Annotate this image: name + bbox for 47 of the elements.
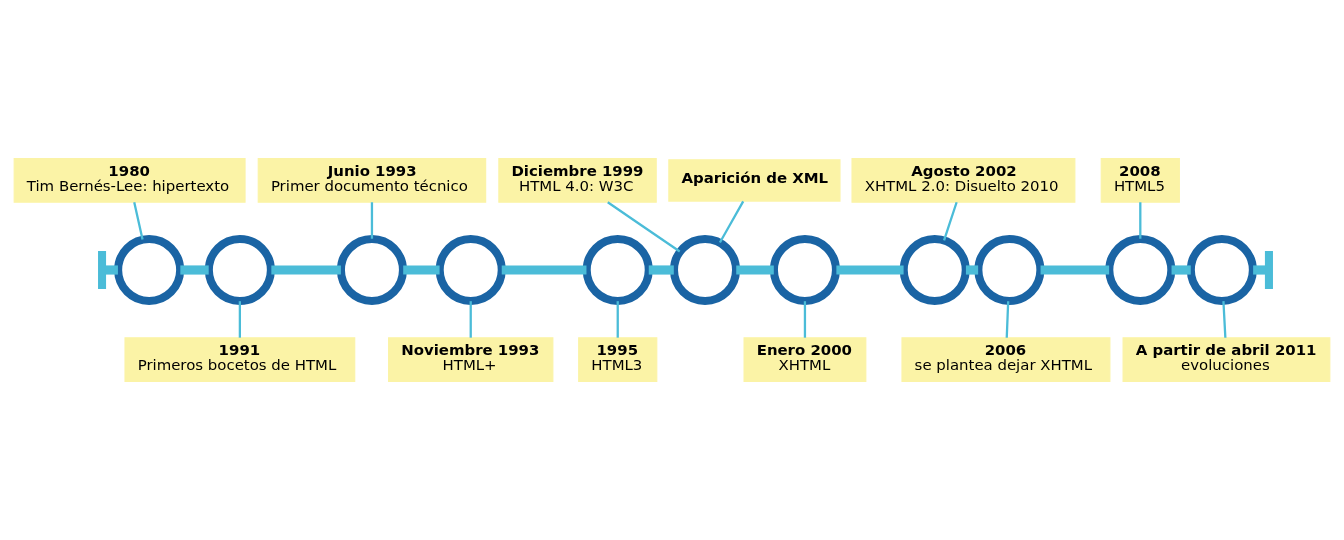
connector	[469, 301, 472, 338]
node-box: Diciembre 1999 HTML 4.0: W3C	[498, 158, 657, 203]
node-box: 1995 HTML3	[578, 337, 658, 382]
connector	[1171, 265, 1191, 275]
node-circle	[582, 234, 653, 306]
node-circle	[899, 234, 970, 306]
node-circle	[435, 234, 506, 306]
node-circle	[336, 234, 407, 306]
connector	[1139, 202, 1142, 239]
connector	[105, 265, 118, 275]
connector	[718, 200, 745, 244]
node-bar	[98, 251, 107, 289]
node-box: Enero 2000 XHTML	[743, 337, 867, 382]
connector	[1222, 301, 1227, 338]
node-box: 2006 se plantea dejar XHTML	[901, 337, 1111, 382]
node-circle	[1105, 234, 1176, 306]
connector	[836, 265, 904, 275]
node-box: A partir de abril 2011 evoluciones	[1122, 337, 1331, 382]
node-box: Noviembre 1993 HTML+	[388, 337, 554, 382]
connector	[133, 202, 144, 240]
connector	[370, 202, 374, 239]
connector	[1253, 265, 1266, 275]
node-box: 1980 Tim Bernés-Lee: hipertexto	[13, 158, 246, 203]
node-box: Aparición de XML	[668, 159, 841, 202]
node-bar	[1264, 251, 1273, 289]
connector	[965, 265, 979, 275]
connector	[943, 201, 958, 241]
node-circle	[974, 234, 1045, 306]
node-circle	[114, 234, 185, 306]
connector	[616, 301, 619, 338]
connector	[501, 265, 587, 275]
node-circle	[670, 234, 741, 306]
connector	[1005, 301, 1010, 338]
node-circle	[769, 234, 840, 306]
connector	[803, 301, 807, 338]
node-box: Agosto 2002 XHTML 2.0: Disuelto 2010	[851, 158, 1076, 203]
connector	[271, 265, 341, 275]
node-circle	[1186, 234, 1257, 306]
connector	[607, 201, 681, 253]
node-box: 2008 HTML5	[1100, 158, 1180, 203]
connector	[1040, 265, 1110, 275]
connector	[238, 301, 241, 338]
node-box: 1991 Primeros bocetos de HTML	[124, 337, 356, 382]
node-box: Junio 1993 Primer documento técnico	[257, 158, 487, 203]
node-circle	[204, 234, 275, 306]
connector	[180, 265, 209, 275]
connector	[648, 265, 674, 275]
